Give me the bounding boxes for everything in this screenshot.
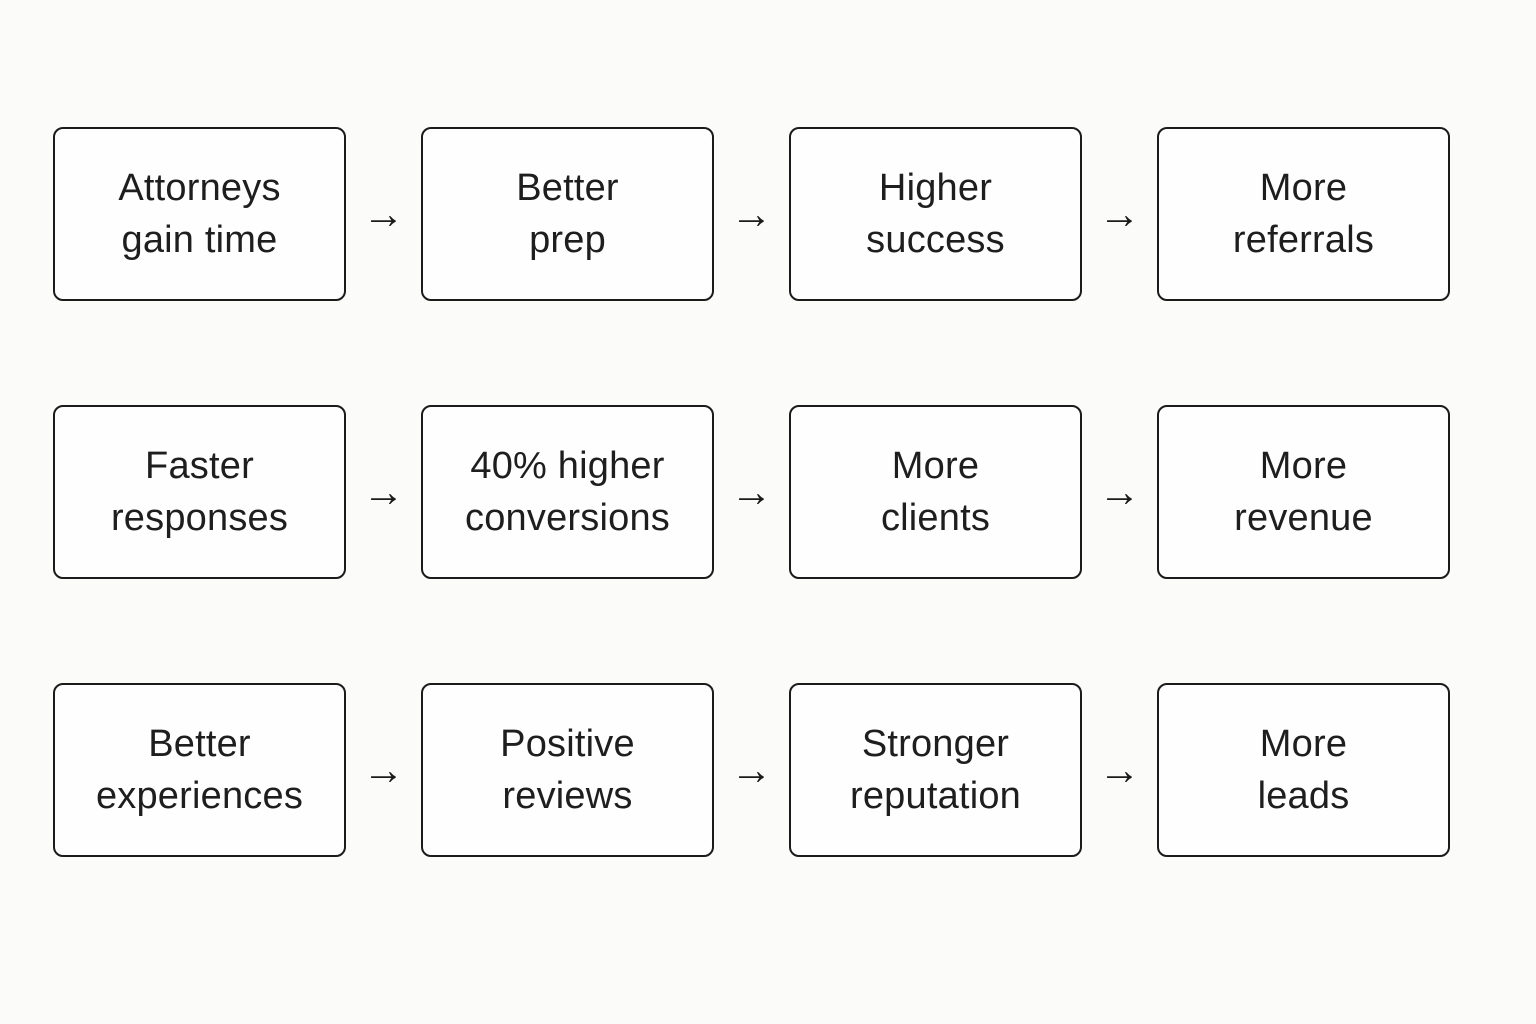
arrow-right-icon: →	[730, 468, 773, 515]
flow-box-more-clients: More clients	[789, 405, 1082, 579]
flow-box-more-referrals: More referrals	[1157, 127, 1450, 301]
flow-box-attorneys-gain-time: Attorneys gain time	[53, 127, 346, 301]
flow-box-faster-responses: Faster responses	[53, 405, 346, 579]
flow-diagram: Attorneys gain time → Better prep → High…	[53, 127, 1450, 857]
flow-box-higher-success: Higher success	[789, 127, 1082, 301]
arrow-right-icon: →	[730, 190, 773, 237]
flow-box-more-leads: More leads	[1157, 683, 1450, 857]
arrow-right-icon: →	[362, 190, 405, 237]
flow-box-more-revenue: More revenue	[1157, 405, 1450, 579]
flow-row-2: Faster responses → 40% higher conversion…	[53, 405, 1450, 579]
flow-box-better-experiences: Better experiences	[53, 683, 346, 857]
arrow-right-icon: →	[362, 468, 405, 515]
flow-box-positive-reviews: Positive reviews	[421, 683, 714, 857]
arrow-right-icon: →	[730, 746, 773, 793]
arrow-right-icon: →	[1098, 468, 1141, 515]
arrow-right-icon: →	[362, 746, 405, 793]
arrow-right-icon: →	[1098, 190, 1141, 237]
arrow-right-icon: →	[1098, 746, 1141, 793]
flow-row-1: Attorneys gain time → Better prep → High…	[53, 127, 1450, 301]
flow-box-40-percent-higher-conversions: 40% higher conversions	[421, 405, 714, 579]
flow-row-3: Better experiences → Positive reviews → …	[53, 683, 1450, 857]
flow-box-better-prep: Better prep	[421, 127, 714, 301]
flow-box-stronger-reputation: Stronger reputation	[789, 683, 1082, 857]
